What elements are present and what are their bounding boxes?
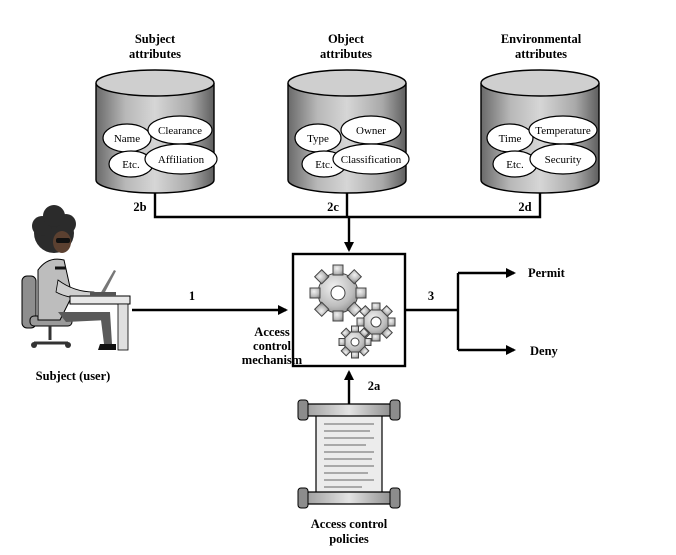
attr-clearance: Clearance xyxy=(158,125,202,137)
mechanism-label-1: Access xyxy=(254,325,290,339)
policies-label-1: Access control xyxy=(311,517,388,531)
subject-db-title-1: Subject xyxy=(135,32,176,46)
flow-label-2d: 2d xyxy=(518,200,531,214)
object-db-title-1: Object xyxy=(328,32,365,46)
env-db-title-2: attributes xyxy=(515,47,567,61)
attribute-connectors xyxy=(153,193,542,252)
user-at-laptop-icon xyxy=(21,205,131,351)
decision-connectors xyxy=(405,268,516,355)
attr-etc: Etc. xyxy=(506,159,524,171)
attr-type: Type xyxy=(307,133,329,145)
flow-label-3: 3 xyxy=(428,289,434,303)
attr-oval xyxy=(144,143,218,175)
access-control-mechanism: Access control mechanism xyxy=(242,252,407,368)
attr-security: Security xyxy=(545,154,582,166)
policy-scroll-icon xyxy=(297,399,401,509)
subject-user-label: Subject (user) xyxy=(36,369,111,383)
environmental-attributes-database: Environmental attributes Time Temperatur… xyxy=(480,32,600,214)
policies-label-2: policies xyxy=(329,532,369,546)
flow-label-1: 1 xyxy=(189,289,195,303)
flow-label-2b: 2b xyxy=(133,200,146,214)
flow-label-2c: 2c xyxy=(327,200,339,214)
attr-name: Name xyxy=(114,133,140,145)
attr-etc: Etc. xyxy=(315,159,333,171)
subject-attributes-database: Subject attributes Name Clearance Etc. A… xyxy=(95,32,218,214)
object-attributes-database: Object attributes Type Owner Etc. Classi… xyxy=(287,32,410,214)
attr-oval xyxy=(529,143,597,175)
attr-etc: Etc. xyxy=(122,159,140,171)
attr-time: Time xyxy=(499,133,522,145)
flow-label-2a: 2a xyxy=(368,379,381,393)
env-db-title-1: Environmental xyxy=(501,32,582,46)
attr-oval xyxy=(332,143,410,175)
permit-label: Permit xyxy=(528,266,566,280)
deny-label: Deny xyxy=(530,344,559,358)
attr-classification: Classification xyxy=(341,154,402,166)
attr-affiliation: Affiliation xyxy=(158,154,205,166)
attr-temperature: Temperature xyxy=(535,125,591,137)
mechanism-label-3: mechanism xyxy=(242,353,303,367)
subject-db-title-2: attributes xyxy=(129,47,181,61)
object-db-title-2: attributes xyxy=(320,47,372,61)
attr-owner: Owner xyxy=(356,125,386,137)
gears-icon xyxy=(309,264,396,359)
mechanism-label-2: control xyxy=(253,339,291,353)
